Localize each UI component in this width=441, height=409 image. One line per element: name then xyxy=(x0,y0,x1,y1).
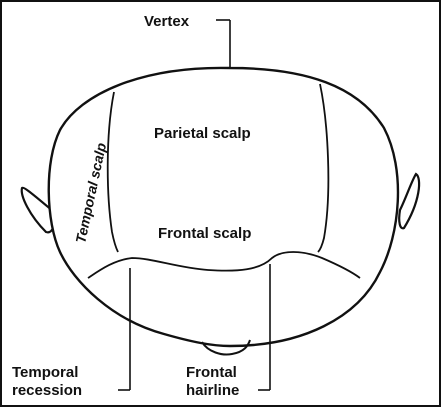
label-temporal-recession-2: recession xyxy=(12,382,82,399)
right-ear xyxy=(398,172,421,230)
head-outline xyxy=(47,66,400,348)
right-temporal-boundary xyxy=(317,83,330,253)
label-parietal-scalp: Parietal scalp xyxy=(154,125,251,142)
label-temporal-recession-1: Temporal xyxy=(12,364,78,381)
label-frontal-scalp: Frontal scalp xyxy=(158,225,251,242)
label-frontal-hairline-1: Frontal xyxy=(186,364,237,381)
label-vertex: Vertex xyxy=(144,13,190,30)
nose xyxy=(201,339,251,356)
hairline-curve xyxy=(87,251,361,279)
left-temporal-boundary xyxy=(106,91,119,253)
label-frontal-hairline-2: hairline xyxy=(186,382,239,399)
